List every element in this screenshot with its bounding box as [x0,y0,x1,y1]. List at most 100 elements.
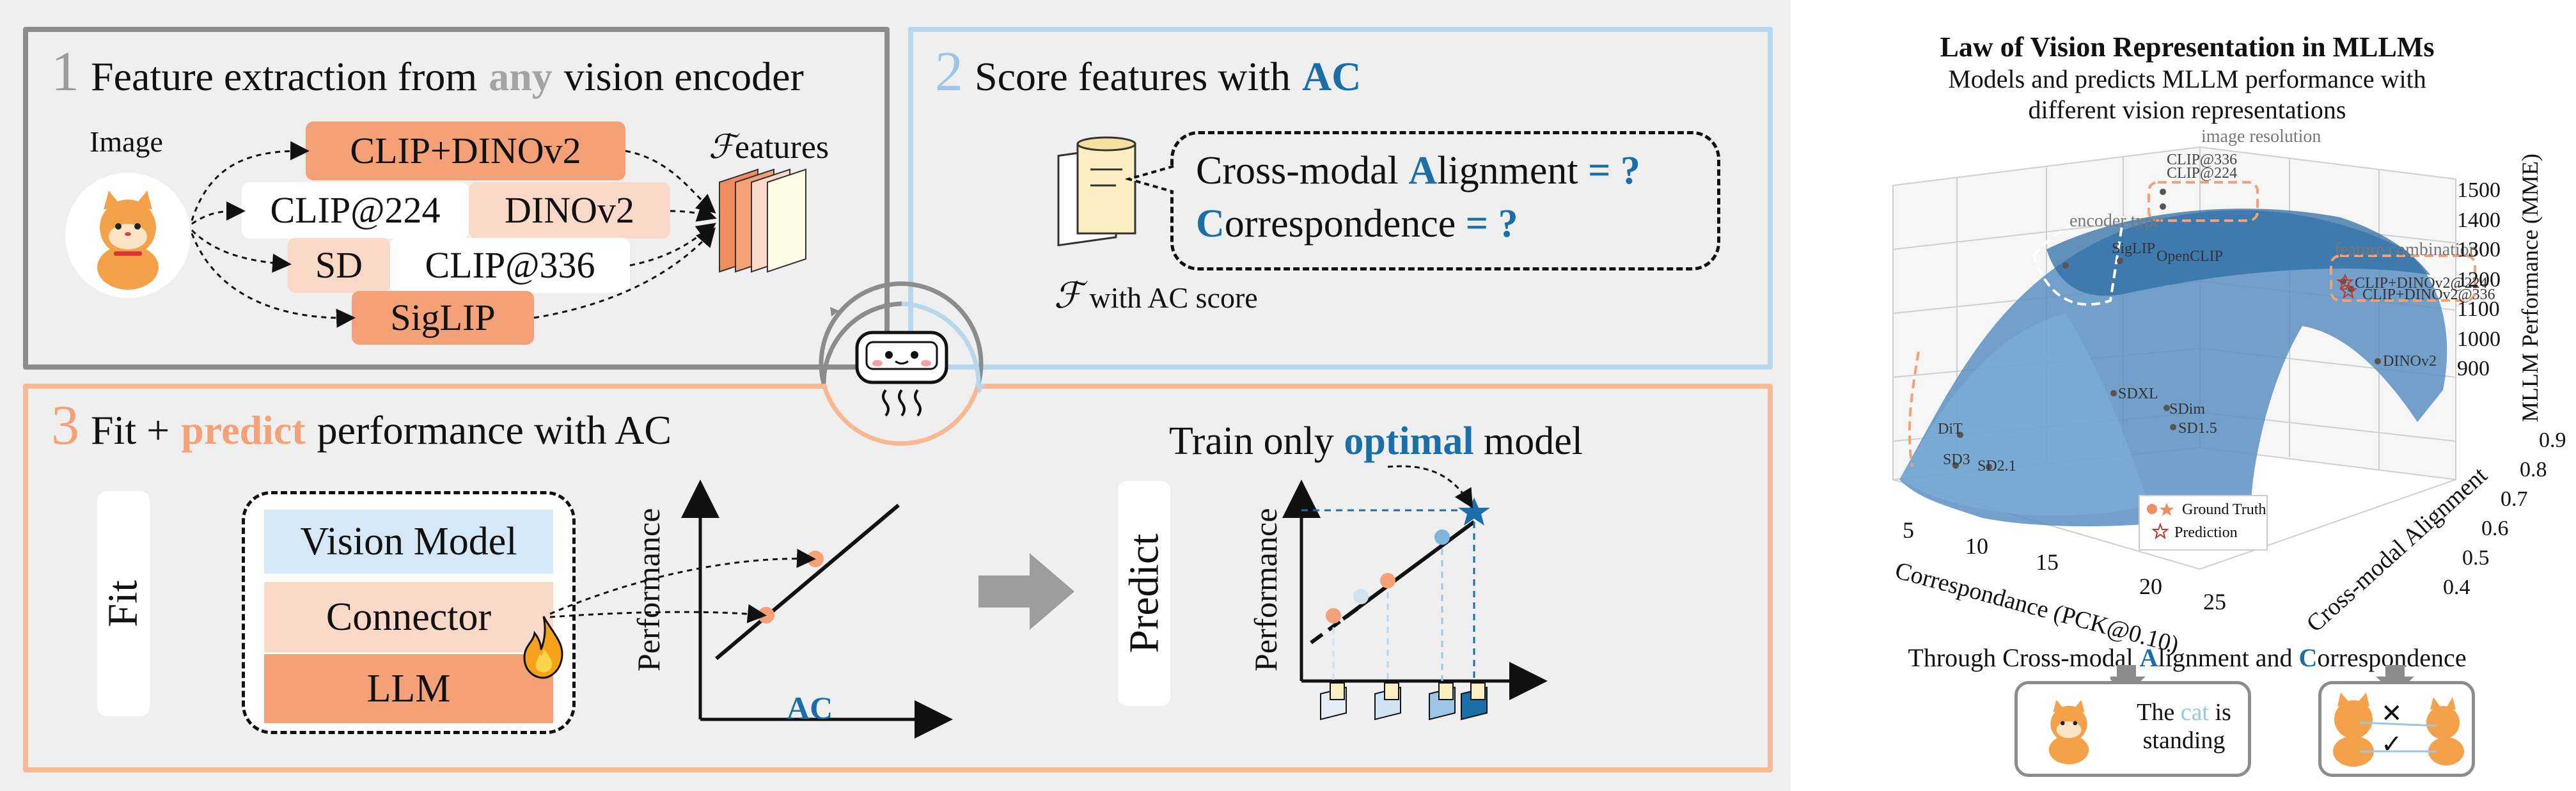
encoder-clip336: CLIP@336 [390,238,630,293]
z-tick: 1400 [2457,208,2501,232]
cat-image-icon [65,173,191,298]
card1-pre: The [2137,699,2175,726]
annot-feature-combination: feature combination [2334,240,2478,260]
correspondence-eq: = ? [1465,202,1518,246]
x-tick: 5 [1903,517,1914,543]
step1-number: 1 [51,41,79,103]
card2-cross: ✕ [2381,699,2403,728]
right-subtitle-2: different vision representations [2028,95,2346,124]
pt-sd21: SD2.1 [1977,458,2016,474]
predict-chart [1282,480,1548,721]
step3-title-post: performance with AC [317,407,672,453]
bottom-C: C [2298,643,2318,672]
y-tick: 0.8 [2520,458,2547,482]
y-tick: 0.9 [2539,428,2566,452]
pt-sdim: SDim [2169,401,2206,418]
y-tick: 0.6 [2481,517,2509,540]
z-tick: 1100 [2457,297,2500,321]
z-tick: 1500 [2457,178,2501,202]
x-tick: 10 [1965,533,1988,559]
bottom-pre: Through Cross-modal [1908,643,2140,672]
right-title: Law of Vision Representation in MLLMs [1940,31,2435,63]
predict-chart-ylabel-text: Performance [1248,508,1284,671]
fire-icon [523,616,563,679]
train-pre: Train only [1169,419,1334,463]
step2-number: 2 [935,41,963,103]
pt-dit: DiT [1938,421,1963,437]
z-axis-label: MLLM Performance (MME) [2517,153,2543,422]
ac-score-caption-script: ℱ [1054,276,1083,316]
y-tick: 0.7 [2501,487,2528,511]
step1-title-em: any [489,54,553,99]
alignment-line: Cross-modal Alignment = ? [1196,148,1640,194]
bottom-A: A [2139,643,2158,672]
pt-clip224: CLIP@224 [2167,165,2238,182]
encoder-clip224: CLIP@224 [242,182,469,239]
x-tick: 15 [2036,549,2059,575]
image-label: Image [90,125,163,158]
cat-icon-card1 [2048,700,2089,765]
fit-label: Fit [97,491,150,716]
callout-pointer [1126,165,1174,193]
right-subtitle-1: Models and predicts MLLM performance wit… [1948,65,2426,93]
pt-clip-dino224: CLIP+DINOv2@224 [2355,275,2488,292]
pt-openclip: OpenCLIP [2156,248,2223,265]
step2-box [908,27,1773,370]
z-axis-ticks: 1500 1400 1300 1200 1100 1000 900 [2457,176,2508,384]
pt-sd15: SD1.5 [2178,420,2217,437]
card2-check: ✓ [2381,730,2403,758]
scroll-document-icon [1057,136,1136,247]
encoder-sd: SD [288,238,390,293]
step1-title-pre: Feature extraction from [91,54,478,99]
ac-score-caption: ℱ with AC score [1054,275,1258,317]
z-tick: 1200 [2457,267,2501,292]
encoder-siglip: SigLIP [352,291,534,345]
stack-connector: Connector [264,582,553,652]
features-label-rest: eatures [734,129,829,166]
step2-title-em: AC [1302,54,1362,99]
predict-label-text: Predict [1120,533,1168,654]
annot-image-resolution: image resolution [2201,127,2321,146]
stack-to-chart-arrows [549,549,816,623]
step2-title-pre: Score features with [975,54,1291,99]
train-optimal-title: Train only optimal model [1169,419,1583,464]
card1-em: cat [2180,699,2209,726]
card1-line2: standing [2142,727,2226,754]
pt-clip-dino336: CLIP+DINOv2@336 [2362,286,2495,303]
pt-dinov2: DINOv2 [2383,353,2437,370]
z-tick: 1000 [2457,327,2501,351]
step1-box [23,27,890,370]
robot-connector [819,281,985,446]
z-tick: 1300 [2457,238,2501,262]
ac-score-caption-rest: with AC score [1089,281,1258,314]
z-tick: 900 [2457,357,2490,380]
correspondence-line: Correspondence = ? [1196,201,1518,247]
correspondence-post: orrespondence [1224,202,1456,246]
card1-post: is [2215,699,2231,726]
x-tick: 25 [2203,589,2226,615]
pt-siglip: SigLIP [2112,240,2156,257]
train-em: optimal [1344,419,1474,463]
encoder-dinov2: DINOv2 [469,182,670,239]
pt-sd3: SD3 [1943,451,1970,468]
fit-chart-xlabel: AC [787,690,833,726]
encoder-clip-dinov2: CLIP+DINOv2 [306,121,625,180]
annot-encoder-type: encoder type [2069,211,2162,231]
predict-label: Predict [1118,481,1170,706]
alignment-initial: A [1408,149,1438,192]
pt-sdxl: SDXL [2118,386,2158,402]
stack-vision-model: Vision Model [264,510,553,574]
features-stack-icon [719,168,806,273]
alignment-post: lignment [1437,149,1578,192]
optimal-pointer-arrow [1387,465,1473,509]
train-post: model [1484,419,1583,463]
cat-pair-icon [2333,693,2464,767]
step3-number: 3 [51,395,79,457]
step1-title-post: vision encoder [563,54,804,99]
card1-text: The cat is standing [2130,698,2238,755]
y-tick: 0.5 [2462,546,2490,570]
legend-gt: Ground Truth [2182,501,2266,518]
step1-title: 1 Feature extraction from any vision enc… [51,40,804,104]
law-3d-surface-plot [1892,146,2476,570]
bottom-mid: lignment and [2158,643,2299,672]
